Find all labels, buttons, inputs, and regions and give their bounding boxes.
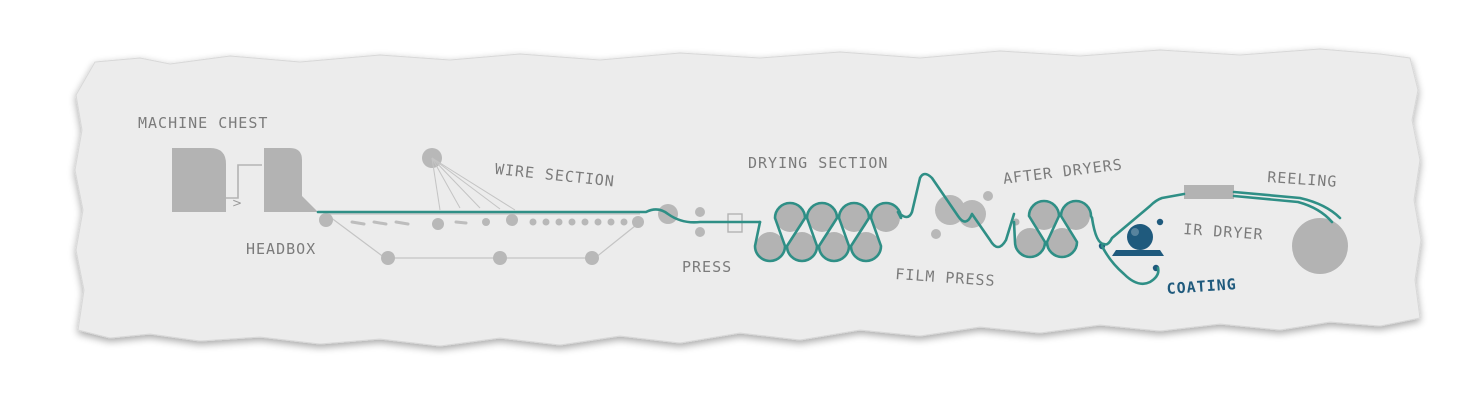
coating-backing-roll — [1127, 224, 1153, 250]
label-drying-section: DRYING SECTION — [748, 154, 889, 172]
coating-guide-roll — [1156, 218, 1164, 226]
drying-cylinder — [808, 204, 836, 232]
paper-web-to-reel — [1232, 190, 1342, 220]
drying-cylinder — [1062, 202, 1090, 230]
label-machine-chest: MACHINE CHEST — [138, 114, 269, 132]
reel — [1292, 218, 1348, 274]
wire-loop — [325, 213, 641, 259]
paper-web-after — [1012, 199, 1094, 259]
foils — [350, 220, 468, 226]
paper-web-drying — [753, 201, 903, 263]
drying-cylinder — [788, 232, 816, 260]
wire-rolls — [319, 213, 644, 265]
drying-cylinder — [756, 232, 784, 260]
paper-web-filmpress — [896, 172, 1016, 249]
coating-roll-highlight — [1131, 228, 1139, 236]
after-dryer-cylinders — [1012, 202, 1090, 256]
machine-chest-tank — [172, 148, 226, 212]
drying-cylinder — [820, 232, 848, 260]
paper-web-coating — [1090, 192, 1186, 246]
headbox — [264, 148, 318, 212]
coating-unit — [1098, 218, 1164, 272]
paper-web-coating-return — [1100, 244, 1160, 286]
torn-paper-background — [74, 48, 1422, 347]
film-press-applicator — [931, 229, 941, 239]
label-headbox: HEADBOX — [246, 240, 317, 258]
drying-cylinder — [1016, 228, 1044, 256]
label-press: PRESS — [682, 258, 733, 276]
drying-cylinder — [1048, 228, 1076, 256]
press-roll — [695, 227, 705, 237]
drying-cylinder — [776, 204, 804, 232]
drying-cylinders — [756, 204, 900, 260]
drying-cylinder — [852, 232, 880, 260]
ir-dryer — [1184, 185, 1234, 199]
chest-pipe — [226, 164, 262, 199]
drying-cylinder — [872, 204, 900, 232]
paper-web — [316, 172, 1342, 286]
flow-arrow-icon: > — [232, 196, 242, 210]
ir-dryer-unit — [1184, 185, 1234, 199]
reel-drum — [1292, 218, 1348, 274]
paper-web-forming — [316, 208, 762, 224]
coating-blade — [1112, 250, 1164, 256]
drying-cylinder — [840, 204, 868, 232]
wire-section — [319, 148, 644, 265]
drying-cylinder — [1030, 202, 1058, 230]
machine-chest: > — [172, 148, 262, 212]
headbox-tank — [264, 148, 318, 212]
press-roll — [695, 207, 705, 217]
paper-web-to-reel-lower — [1232, 194, 1334, 224]
film-press-applicator — [983, 191, 993, 201]
